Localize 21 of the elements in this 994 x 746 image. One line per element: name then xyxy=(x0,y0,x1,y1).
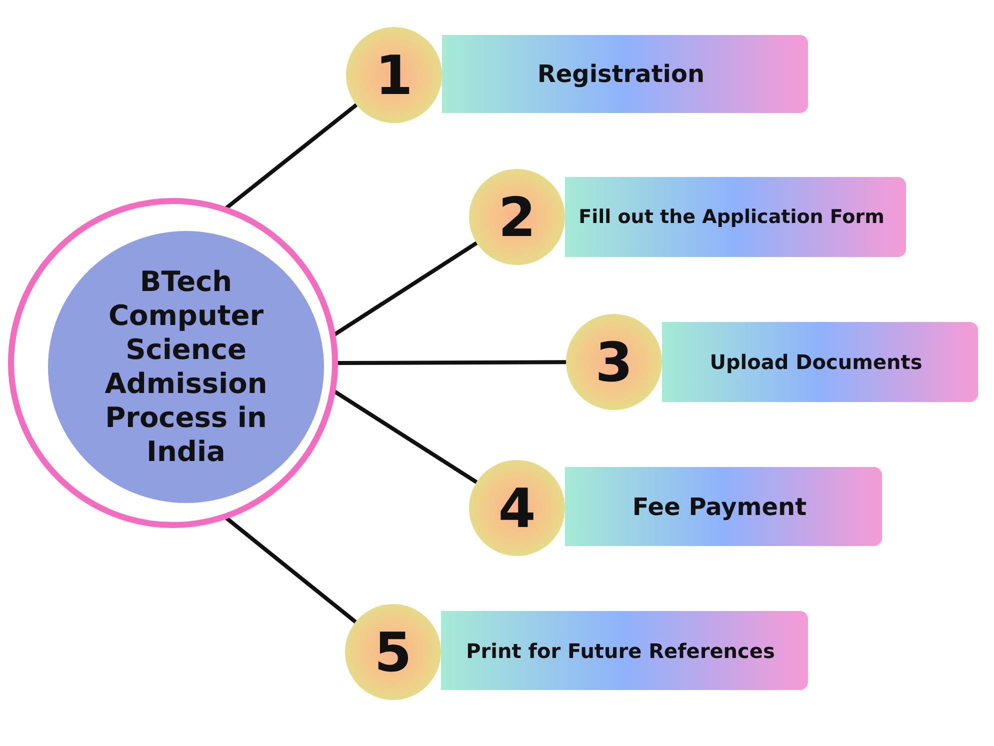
connector-line xyxy=(333,390,478,484)
step-bar xyxy=(662,322,978,402)
step-bar xyxy=(565,177,906,257)
step-label: Print for Future References xyxy=(466,638,775,662)
step-label: Registration xyxy=(537,60,705,88)
connector-line xyxy=(333,241,478,336)
step-bar xyxy=(442,35,808,113)
step-bar xyxy=(441,611,808,690)
title-text: BTech Computer Science Admission Process in India xyxy=(104,264,268,470)
connector-line xyxy=(225,103,358,210)
connector-line xyxy=(337,360,566,365)
step-bar xyxy=(565,467,882,546)
step-number: 3 xyxy=(595,330,633,394)
step-number: 2 xyxy=(498,186,536,248)
step-number: 1 xyxy=(375,44,413,106)
step-label: Upload Documents xyxy=(710,350,922,374)
step-number: 5 xyxy=(374,620,412,684)
step-label: Fee Payment xyxy=(632,492,807,520)
step-label: Fill out the Application Form xyxy=(578,206,884,228)
step-number: 4 xyxy=(498,476,536,540)
connector-line xyxy=(225,516,357,624)
